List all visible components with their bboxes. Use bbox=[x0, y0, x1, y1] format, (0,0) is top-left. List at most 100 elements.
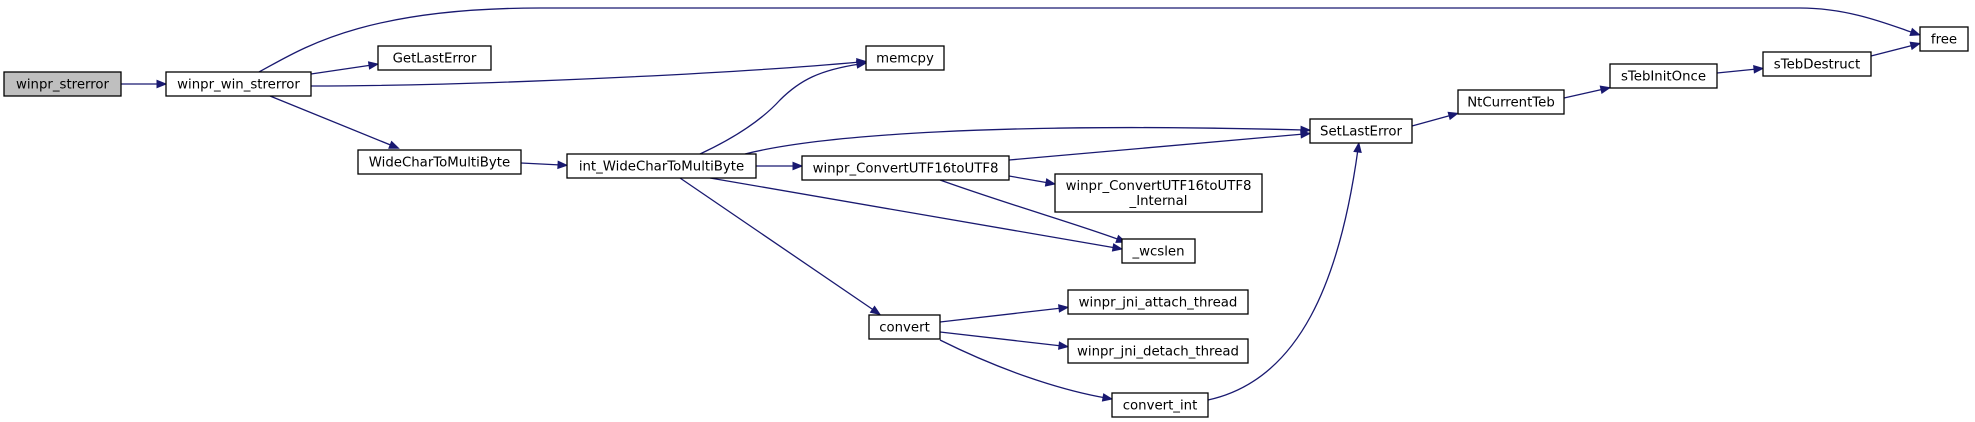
node-box bbox=[165, 71, 312, 97]
node-label: WideCharToMultiByte bbox=[369, 156, 510, 171]
edge-int-widechartomultibyte-to-convert bbox=[679, 177, 882, 316]
edge-line bbox=[310, 64, 373, 75]
edge-winpr-win-strerror-to-widechartomultibyte bbox=[269, 95, 400, 149]
edge-convert-int-to-setlasterror bbox=[1207, 141, 1362, 401]
edge-line bbox=[939, 331, 1063, 347]
edge-widechartomultibyte-to-int-widechartomultibyte bbox=[520, 160, 569, 170]
edge-arrowhead bbox=[1909, 27, 1921, 37]
node-convert[interactable]: convert bbox=[868, 314, 941, 340]
edge-arrowhead bbox=[1599, 85, 1612, 95]
node-stebinitonce[interactable]: sTebInitOnce bbox=[1609, 63, 1718, 89]
edge-int-widechartomultibyte-to-wcslen bbox=[709, 177, 1124, 252]
edge-winpr-strerror-to-winpr-win-strerror bbox=[121, 79, 168, 89]
node-getlasterror[interactable]: GetLastError bbox=[377, 45, 492, 71]
edge-arrowhead bbox=[855, 60, 868, 69]
node-box bbox=[1609, 63, 1718, 89]
call-graph-nodes: winpr_strerror winpr_win_strerror GetLastE… bbox=[3, 26, 1969, 418]
edge-arrowhead bbox=[557, 160, 569, 170]
node-label: winpr_win_strerror bbox=[177, 78, 300, 93]
node-widechartomultibyte[interactable]: WideCharToMultiByte bbox=[357, 149, 522, 175]
node-box bbox=[868, 314, 941, 340]
node-label: sTebInitOnce bbox=[1621, 70, 1706, 85]
node-box bbox=[357, 149, 522, 175]
node-winpr-win-strerror[interactable]: winpr_win_strerror bbox=[165, 71, 312, 97]
node-box bbox=[1762, 51, 1872, 77]
node-box bbox=[1919, 26, 1969, 52]
edge-arrowhead bbox=[388, 140, 400, 149]
node-winpr-strerror[interactable]: winpr_strerror bbox=[3, 71, 122, 97]
edge-setlasterror-to-ntcurrentteb bbox=[1411, 111, 1460, 127]
edge-arrowhead bbox=[869, 305, 882, 316]
edge-line bbox=[744, 126, 1305, 155]
edge-line bbox=[1008, 133, 1305, 161]
edge-convert-to-winpr-jni-attach-thread bbox=[939, 304, 1070, 323]
edge-line bbox=[939, 179, 1121, 241]
node-label: memcpy bbox=[876, 52, 934, 67]
node-box bbox=[1309, 118, 1413, 144]
node-label: winpr_jni_detach_thread bbox=[1077, 345, 1239, 360]
edge-arrowhead bbox=[1447, 111, 1460, 121]
node-winpr-convertutf16toutf8-internal[interactable]: winpr_ConvertUTF16toUTF8_Internal bbox=[1054, 173, 1263, 213]
edge-arrowhead bbox=[156, 79, 168, 89]
node-label: sTebDestruct bbox=[1774, 58, 1860, 73]
node-winpr-jni-detach-thread[interactable]: winpr_jni_detach_thread bbox=[1067, 338, 1249, 364]
edge-line bbox=[1008, 175, 1050, 184]
edge-line bbox=[1563, 88, 1605, 99]
node-box bbox=[1121, 238, 1196, 264]
edge-line bbox=[679, 177, 876, 312]
node-box bbox=[1067, 338, 1249, 364]
edge-int-widechartomultibyte-to-memcpy bbox=[699, 60, 868, 155]
edge-arrowhead bbox=[1353, 141, 1362, 154]
edge-ntcurrentteb-to-stebinitonce bbox=[1563, 85, 1612, 99]
edge-line bbox=[939, 339, 1107, 399]
node-free[interactable]: free bbox=[1919, 26, 1969, 52]
node-winpr-convertutf16toutf8[interactable]: winpr_ConvertUTF16toUTF8 bbox=[801, 155, 1010, 181]
edge-line bbox=[939, 307, 1063, 323]
edge-winpr-win-strerror-to-getlasterror bbox=[310, 61, 380, 75]
node-box bbox=[865, 45, 945, 71]
edge-winpr-convertutf16toutf8-to-winpr-convertutf16toutf8-internal bbox=[1008, 175, 1057, 187]
node-box bbox=[566, 153, 757, 179]
edge-convert-to-winpr-jni-detach-thread bbox=[939, 331, 1070, 350]
edge-line bbox=[1411, 114, 1453, 127]
node-label: GetLastError bbox=[393, 52, 477, 67]
node-convert-int[interactable]: convert_int bbox=[1111, 392, 1209, 418]
node-label: winpr_strerror bbox=[16, 78, 110, 93]
node-ntcurrentteb[interactable]: NtCurrentTeb bbox=[1457, 89, 1565, 115]
node-setlasterror[interactable]: SetLastError bbox=[1309, 118, 1413, 144]
edge-line bbox=[1716, 68, 1758, 74]
node-label: NtCurrentTeb bbox=[1467, 96, 1555, 111]
edge-winpr-win-strerror-to-free bbox=[258, 7, 1921, 73]
node-label: free bbox=[1931, 33, 1957, 48]
edge-line bbox=[709, 177, 1117, 249]
node-box bbox=[1054, 173, 1263, 213]
edge-arrowhead bbox=[792, 161, 804, 171]
edge-line bbox=[699, 63, 861, 155]
node-label: _Internal bbox=[1129, 194, 1188, 209]
node-memcpy[interactable]: memcpy bbox=[865, 45, 945, 71]
node-box bbox=[1457, 89, 1565, 115]
edge-arrowhead bbox=[1058, 341, 1070, 350]
call-graph-edges bbox=[121, 7, 1922, 402]
edge-int-widechartomultibyte-to-setlasterror bbox=[744, 125, 1312, 155]
node-label: convert bbox=[879, 321, 930, 336]
edge-line bbox=[1870, 44, 1915, 57]
edge-stebdestruct-to-free bbox=[1870, 41, 1922, 57]
node-wcslen[interactable]: _wcslen bbox=[1121, 238, 1196, 264]
edge-arrowhead bbox=[1101, 393, 1114, 402]
node-label: convert_int bbox=[1123, 399, 1198, 414]
node-box bbox=[377, 45, 492, 71]
edge-winpr-convertutf16toutf8-to-setlasterror bbox=[1008, 129, 1312, 161]
node-winpr-jni-attach-thread[interactable]: winpr_jni_attach_thread bbox=[1067, 289, 1249, 315]
edge-line bbox=[1207, 148, 1359, 401]
node-label: SetLastError bbox=[1320, 125, 1402, 140]
node-label: winpr_jni_attach_thread bbox=[1079, 296, 1238, 311]
node-int-widechartomultibyte[interactable]: int_WideCharToMultiByte bbox=[566, 153, 757, 179]
edge-line bbox=[520, 162, 562, 166]
node-label: _wcslen bbox=[1131, 245, 1184, 260]
edge-line bbox=[310, 61, 861, 87]
node-label: winpr_ConvertUTF16toUTF8 bbox=[813, 162, 999, 177]
node-stebdestruct[interactable]: sTebDestruct bbox=[1762, 51, 1872, 77]
edge-line bbox=[269, 95, 394, 147]
